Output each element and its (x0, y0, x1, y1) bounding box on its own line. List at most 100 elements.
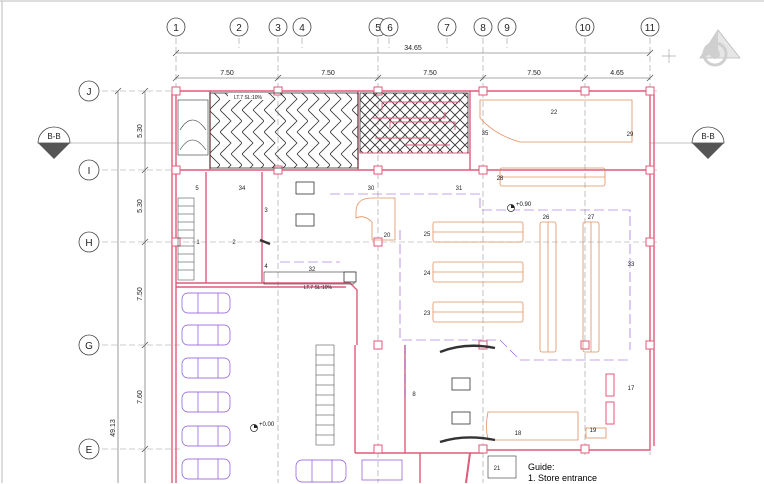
grid-bubble-4: 4 (292, 17, 312, 37)
car-stall (181, 324, 231, 346)
room-numbers: 1 2 3 4 5 8 17 18 19 20 21 22 23 24 25 2… (195, 110, 635, 472)
row-grid-bubbles: J I H G E (78, 80, 100, 460)
room-number: 1 (196, 240, 200, 246)
dimension-text: 7.50 (137, 287, 144, 301)
ramp-hatch (209, 92, 359, 169)
grid-bubble-E: E (78, 438, 100, 460)
room-number: 3 (264, 208, 268, 214)
section-marker-left: B-B (37, 126, 176, 159)
level-mark-lower: +0.00 (250, 422, 275, 432)
car-stall (181, 425, 231, 447)
room-number: 18 (515, 431, 522, 437)
room-number: 28 (497, 176, 504, 182)
structural-columns (171, 86, 655, 454)
room-number: 23 (424, 311, 431, 317)
grid-bubble-H: H (78, 231, 100, 253)
row-dimension-chain: 5.30 5.30 7.50 7.60 49.13 (110, 87, 149, 483)
dimension-text: 7.50 (321, 70, 335, 77)
dimension-text: 49.13 (110, 419, 117, 437)
guide-item: 1. Store entrance (528, 473, 598, 483)
car-stall (181, 292, 231, 314)
grid-bubble-G: G (78, 334, 100, 356)
grid-label: 4 (299, 23, 305, 34)
dimension-text: 4.65 (610, 70, 624, 77)
grid-label: 1 (173, 23, 179, 34)
grid-label: 8 (480, 23, 486, 34)
grid-bubble-11: 11 (640, 17, 660, 37)
room-number: 4 (264, 264, 268, 270)
grid-bubble-2: 2 (229, 17, 249, 37)
grid-label: 2 (236, 23, 242, 34)
grate-area (359, 92, 469, 154)
store-fixtures (355, 99, 633, 441)
section-label: B-B (701, 132, 714, 141)
ramp-label: LT.7 SL:10% (304, 285, 333, 291)
room-number: 27 (588, 215, 595, 221)
room-number: 24 (424, 271, 431, 277)
north-arrow-icon (662, 29, 741, 67)
grid-bubble-I: I (78, 159, 100, 181)
room-number: 33 (628, 262, 635, 268)
stairs-left (177, 197, 195, 281)
grid-bubble-J: J (78, 80, 100, 102)
grid-label: 5 (375, 23, 381, 34)
section-label: B-B (47, 132, 60, 141)
grid-label: 10 (579, 23, 591, 34)
guide-legend: Guide: 1. Store entrance (528, 462, 597, 484)
dimension-text: 7.50 (423, 70, 437, 77)
room-number: 8 (412, 392, 416, 398)
room-number: 22 (551, 110, 558, 116)
room-number: 35 (482, 131, 489, 137)
level-mark-upper: +0.90 (507, 202, 532, 212)
grid-bubble-3: 3 (268, 17, 288, 37)
ramp-label: LT.7 SL:10% (234, 95, 263, 101)
grid-label: H (85, 238, 92, 249)
room-number: 30 (368, 186, 375, 192)
grid-label: 3 (275, 23, 281, 34)
checkout-counters (259, 238, 496, 444)
room-number: 2 (232, 240, 236, 246)
car-stall (295, 459, 347, 483)
room-number: 25 (424, 232, 431, 238)
guide-title: Guide: (528, 462, 555, 472)
room-number: 31 (456, 186, 463, 192)
level-text: +0.00 (259, 422, 275, 428)
dimension-text: 34.65 (404, 45, 422, 52)
total-width-dimension: 34.65 (172, 45, 654, 57)
grid-label: 9 (504, 23, 510, 34)
grid-label: J (87, 87, 92, 98)
room-number: 17 (628, 386, 635, 392)
column-grid-bubbles: 1 2 3 4 5 6 7 8 9 10 11 (166, 17, 660, 37)
dimension-text: 5.30 (137, 124, 144, 138)
grid-label: E (86, 445, 93, 456)
dimension-text: 7.50 (220, 70, 234, 77)
dimension-text: 7.60 (137, 390, 144, 404)
section-marker-right: B-B (650, 126, 725, 159)
room-number: 29 (627, 132, 634, 138)
bay-dimension-chain: 7.50 7.50 7.50 7.50 4.65 (172, 70, 654, 82)
grid-bubble-8: 8 (473, 17, 493, 37)
room-number: 19 (590, 428, 597, 434)
circulation-path (280, 193, 631, 400)
dimension-text: 7.50 (527, 70, 541, 77)
room-number: 32 (309, 267, 316, 273)
grid-bubble-1: 1 (166, 17, 186, 37)
room-number: 21 (494, 466, 501, 472)
grid-label: I (88, 166, 91, 177)
dimension-text: 5.30 (137, 199, 144, 213)
grid-bubble-9: 9 (497, 17, 517, 37)
room-number: 26 (543, 215, 550, 221)
car-stall (181, 391, 231, 413)
grid-bubble-6: 6 (379, 17, 399, 37)
grid-label: G (85, 341, 93, 352)
room-number: 34 (239, 186, 246, 192)
room-number: 20 (384, 233, 391, 239)
grid-label: 7 (444, 23, 450, 34)
grid-label: 11 (645, 23, 656, 34)
grid-bubble-7: 7 (437, 17, 457, 37)
room-number: 5 (195, 186, 199, 192)
car-stall (181, 357, 231, 379)
car-stall (181, 458, 231, 480)
level-text: +0.90 (516, 202, 532, 208)
